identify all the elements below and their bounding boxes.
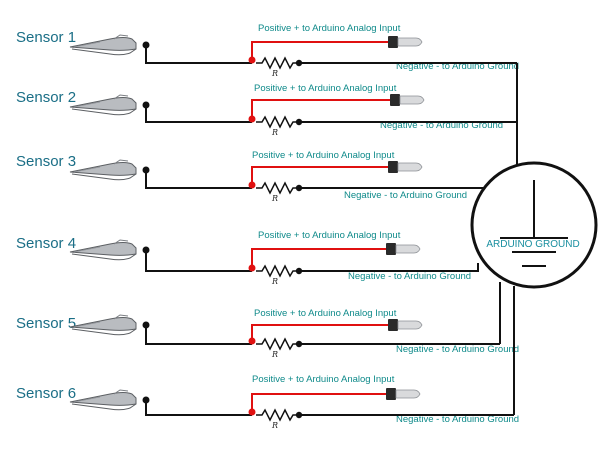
negative-label: Negative - to Arduino Ground bbox=[396, 61, 519, 72]
ground-symbol-icon: ARDUINO GROUND bbox=[470, 161, 598, 289]
resistor-icon bbox=[256, 115, 298, 129]
positive-wire bbox=[251, 324, 388, 341]
banana-plug-icon bbox=[386, 388, 421, 400]
sensor-wire bbox=[145, 325, 252, 345]
sensor-wire bbox=[145, 250, 252, 272]
resistor-icon bbox=[256, 264, 298, 278]
sensor-label: Sensor 1 bbox=[16, 29, 76, 46]
alligator-clip-icon bbox=[69, 34, 137, 56]
positive-wire bbox=[251, 99, 390, 119]
sensor-label: Sensor 3 bbox=[16, 153, 76, 170]
positive-label: Positive + to Arduino Analog Input bbox=[258, 230, 401, 241]
positive-label: Positive + to Arduino Analog Input bbox=[252, 150, 395, 161]
positive-label: Positive + to Arduino Analog Input bbox=[258, 23, 401, 34]
banana-plug-icon bbox=[386, 243, 421, 255]
sensor-row-4: Sensor 4 R Positive + to Arduino Analog In… bbox=[16, 230, 471, 286]
negative-wire bbox=[299, 263, 479, 272]
positive-junction-dot bbox=[248, 264, 256, 272]
alligator-clip-icon bbox=[69, 389, 137, 411]
ground-label: ARDUINO GROUND bbox=[486, 239, 579, 250]
positive-label: Positive + to Arduino Analog Input bbox=[254, 83, 397, 94]
resistor-label: R bbox=[271, 277, 278, 286]
sensor-row-3: Sensor 3 R Positive + to Arduino Analog In… bbox=[16, 150, 467, 203]
positive-label: Positive + to Arduino Analog Input bbox=[252, 374, 395, 385]
positive-junction-dot bbox=[248, 56, 256, 64]
sensor-row-5: Sensor 5 R Positive + to Arduino Analog In… bbox=[16, 308, 519, 359]
resistor-label: R bbox=[271, 69, 278, 78]
negative-label: Negative - to Arduino Ground bbox=[396, 344, 519, 355]
positive-wire bbox=[251, 393, 386, 412]
positive-wire bbox=[251, 248, 386, 268]
sensor-label: Sensor 4 bbox=[16, 235, 76, 252]
negative-label: Negative - to Arduino Ground bbox=[348, 271, 471, 282]
negative-label: Negative - to Arduino Ground bbox=[344, 190, 467, 201]
sensor-label: Sensor 2 bbox=[16, 89, 76, 106]
resistor-label: R bbox=[271, 421, 278, 430]
negative-label: Negative - to Arduino Ground bbox=[380, 120, 503, 131]
positive-junction-dot bbox=[248, 408, 256, 416]
sensor-wire bbox=[145, 170, 252, 189]
resistor-icon bbox=[256, 408, 298, 422]
resistor-icon bbox=[256, 181, 298, 195]
resistor-icon bbox=[256, 337, 298, 351]
positive-wire bbox=[251, 41, 388, 60]
banana-plug-icon bbox=[390, 94, 425, 106]
sensor-wire bbox=[145, 45, 252, 64]
negative-label: Negative - to Arduino Ground bbox=[396, 414, 519, 425]
sensor-label: Sensor 6 bbox=[16, 385, 76, 402]
positive-wire bbox=[251, 166, 388, 185]
positive-junction-dot bbox=[248, 115, 256, 123]
sensor-wire bbox=[145, 400, 252, 416]
alligator-clip-icon bbox=[69, 314, 137, 336]
sensor-row-1: Sensor 1 R Positive + to Arduino Analog In… bbox=[16, 23, 519, 78]
resistor-label: R bbox=[271, 194, 278, 203]
alligator-clip-icon bbox=[69, 94, 137, 116]
sensor-wire bbox=[145, 105, 252, 123]
resistor-label: R bbox=[271, 128, 278, 137]
resistor-label: R bbox=[271, 350, 278, 359]
positive-label: Positive + to Arduino Analog Input bbox=[254, 308, 397, 319]
alligator-clip-icon bbox=[69, 159, 137, 181]
resistor-icon bbox=[256, 56, 298, 70]
sensor-label: Sensor 5 bbox=[16, 315, 76, 332]
alligator-clip-icon bbox=[69, 239, 137, 261]
positive-junction-dot bbox=[248, 337, 256, 345]
positive-junction-dot bbox=[248, 181, 256, 189]
banana-plug-icon bbox=[388, 36, 423, 48]
sensor-row-6: Sensor 6 R Positive + to Arduino Analog In… bbox=[16, 374, 519, 430]
sensor-row-2: Sensor 2 R Positive + to Arduino Analog In… bbox=[16, 83, 503, 137]
ground-bus bbox=[299, 62, 518, 416]
banana-plug-icon bbox=[388, 161, 423, 173]
banana-plug-icon bbox=[388, 319, 423, 331]
